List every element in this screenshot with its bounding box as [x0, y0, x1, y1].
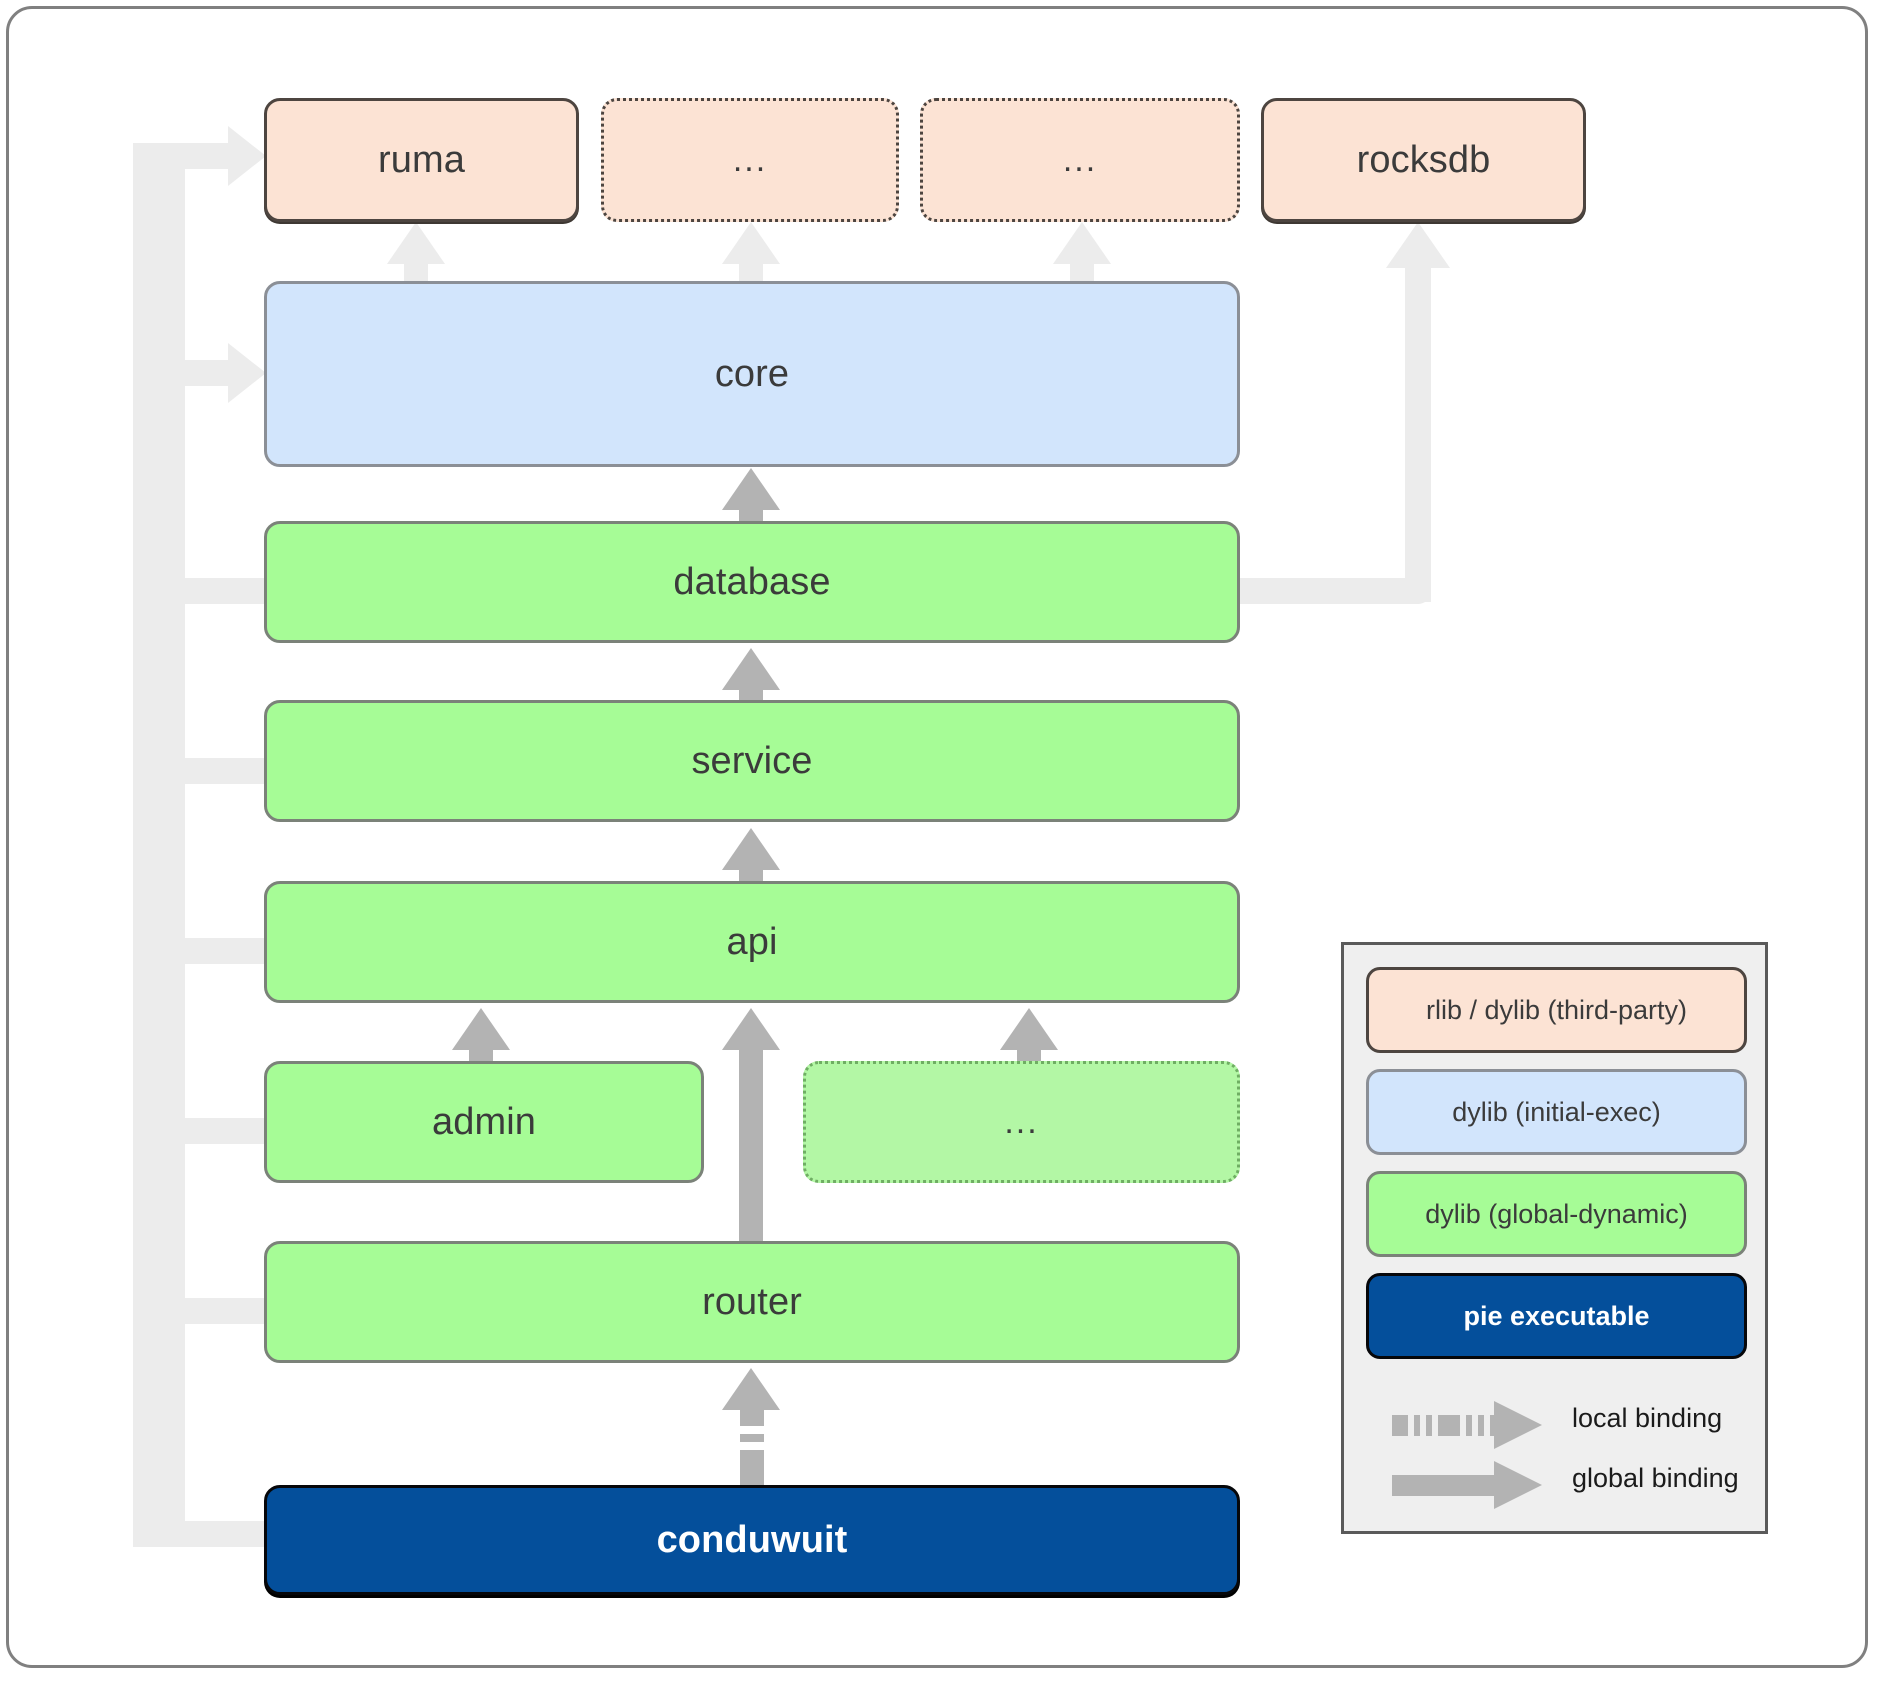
arrow-router-to-api [722, 1008, 780, 1250]
node-admin-label: admin [432, 1100, 536, 1143]
legend-panel: rlib / dylib (third-party) dylib (initia… [1341, 942, 1768, 1534]
arrowhead-to-ruma [228, 126, 266, 186]
branch-to-core [159, 360, 238, 386]
node-ruma[interactable]: ruma [264, 98, 579, 222]
node-rocksdb-label: rocksdb [1356, 138, 1491, 181]
node-router-label: router [702, 1280, 802, 1323]
node-third-party-b[interactable]: ... [920, 98, 1240, 222]
global-binding-arrow-icon [1392, 1461, 1542, 1509]
node-core-label: core [714, 352, 790, 395]
node-service-label: service [691, 739, 813, 782]
node-api-extra-label: ... [1004, 1102, 1039, 1141]
arrow-admin-to-api [452, 1008, 510, 1070]
legend-label-third-party: rlib / dylib (third-party) [1425, 994, 1688, 1025]
node-third-party-a[interactable]: ... [601, 98, 899, 222]
branch-to-api [159, 938, 269, 964]
arrow-core-to-third-party-a [722, 222, 780, 284]
legend-swatch-initial-exec: dylib (initial-exec) [1366, 1069, 1747, 1155]
branch-to-admin [159, 1118, 269, 1144]
branch-to-database [159, 578, 269, 604]
legend-row-global-binding: global binding [1344, 1455, 1765, 1515]
node-api-extra[interactable]: ... [803, 1061, 1240, 1183]
node-ruma-label: ruma [378, 138, 465, 181]
arrow-core-to-ruma [387, 222, 445, 284]
node-api-label: api [726, 920, 778, 963]
trunk-outer-vertical [133, 143, 159, 1547]
legend-row-local-binding: local binding [1344, 1395, 1765, 1455]
legend-label-global-dynamic: dylib (global-dynamic) [1425, 1198, 1688, 1229]
legend-label-global-binding: global binding [1572, 1463, 1739, 1493]
branch-to-router [159, 1298, 269, 1324]
node-router[interactable]: router [264, 1241, 1240, 1363]
path-database-to-rocksdb-vertical [1405, 250, 1431, 602]
legend-swatch-third-party: rlib / dylib (third-party) [1366, 967, 1747, 1053]
branch-to-service [159, 758, 269, 784]
node-service[interactable]: service [264, 700, 1240, 822]
node-third-party-a-label: ... [732, 140, 768, 179]
arrowhead-to-rocksdb [1386, 222, 1450, 268]
legend-swatch-global-dynamic: dylib (global-dynamic) [1366, 1171, 1747, 1257]
node-conduwuit-label: conduwuit [656, 1518, 848, 1561]
trunk-inner-vertical [159, 169, 185, 1521]
arrowhead-to-core [228, 343, 266, 403]
local-binding-arrow-icon [1392, 1401, 1542, 1449]
trunk-outer-bottom [133, 1521, 273, 1547]
legend-label-local-binding: local binding [1572, 1403, 1723, 1433]
legend-label-initial-exec: dylib (initial-exec) [1452, 1096, 1661, 1127]
legend-swatch-pie-executable: pie executable [1366, 1273, 1747, 1359]
arrow-conduwuit-to-router [722, 1368, 780, 1430]
trunk-to-ruma [133, 143, 238, 169]
node-database[interactable]: database [264, 521, 1240, 643]
node-third-party-b-label: ... [1062, 140, 1098, 179]
path-database-to-rocksdb-horizontal [1239, 578, 1431, 604]
node-api[interactable]: api [264, 881, 1240, 1003]
node-rocksdb[interactable]: rocksdb [1261, 98, 1586, 222]
node-database-label: database [673, 560, 831, 603]
arrow-conduwuit-to-router-dashes [740, 1410, 764, 1488]
legend-label-pie-executable: pie executable [1463, 1300, 1650, 1331]
node-conduwuit[interactable]: conduwuit [264, 1485, 1240, 1595]
node-admin[interactable]: admin [264, 1061, 704, 1183]
arrow-core-to-third-party-b [1053, 222, 1111, 284]
node-core[interactable]: core [264, 281, 1240, 467]
